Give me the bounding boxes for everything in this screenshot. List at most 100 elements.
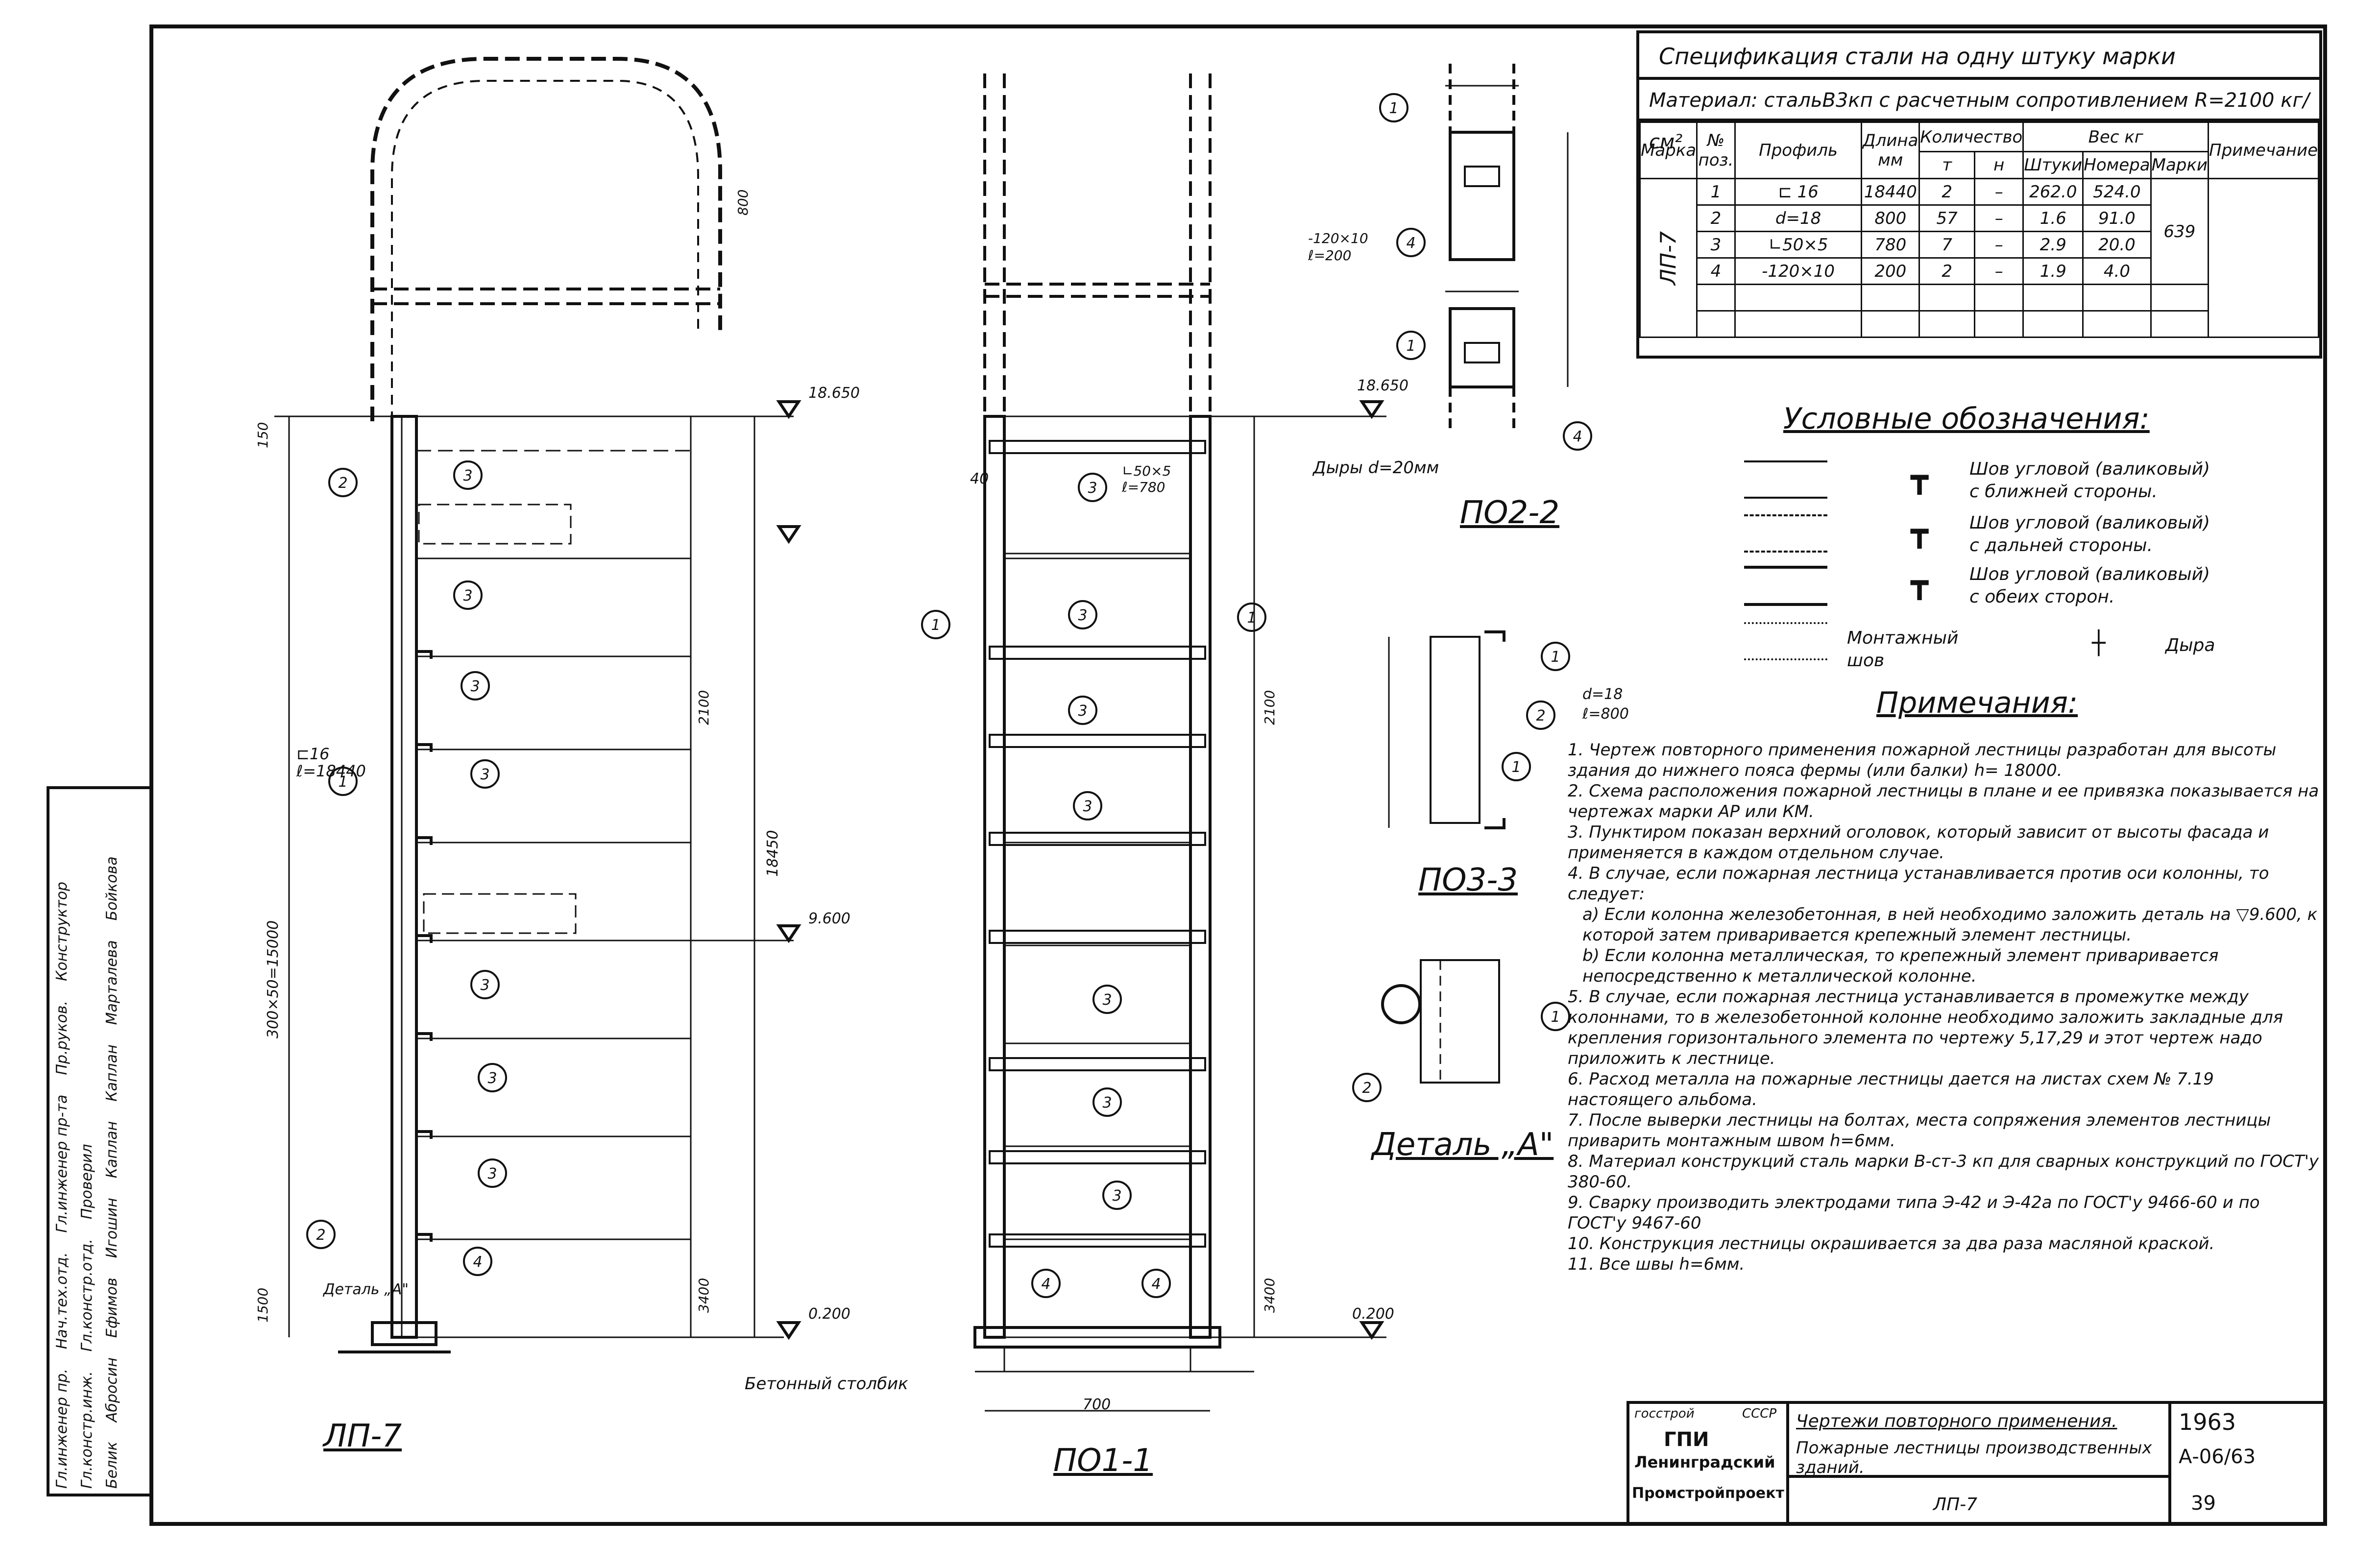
tb-sheet-name: ЛП-7 <box>1933 1495 1978 1515</box>
dim-total-height: 18450 <box>764 830 781 877</box>
col-qty: Количество <box>1918 121 2024 152</box>
table-row <box>1640 310 2319 338</box>
svg-text:3: 3 <box>1088 480 1097 497</box>
stamp-roles-row: Гл.инженер пр. Нач.тех.отд. Гл.инженер п… <box>49 794 74 1495</box>
stamp-name: Абросин <box>103 1357 121 1423</box>
level-bot-s11: 0.200 <box>1352 1305 1394 1323</box>
level-mid: 9.600 <box>808 910 850 927</box>
svg-text:1: 1 <box>1247 609 1256 627</box>
caption-detail-a: Деталь „А" <box>1372 1127 1554 1163</box>
cell-qty-n: – <box>1974 231 2024 259</box>
svg-text:3: 3 <box>1112 1187 1121 1205</box>
tb-sheet: 39 <box>2191 1492 2216 1515</box>
dim-step-sum: 300×50=15000 <box>265 920 282 1038</box>
stamp-name: Каплан <box>103 1044 121 1102</box>
note-4: 4. В случае, если пожарная лестница уста… <box>1568 864 2269 904</box>
cell-profile: -120×10 <box>1734 257 1863 285</box>
cell-w-pos: 91.0 <box>2082 204 2152 232</box>
legend-montage: Монтажный шов <box>1847 628 1959 671</box>
dim-span-s11: 2100 <box>1262 690 1278 725</box>
level-top-s11: 18.650 <box>1357 377 1408 394</box>
svg-text:1: 1 <box>1511 759 1521 776</box>
cell-pos: 1 <box>1696 178 1736 206</box>
caption-s22: ПО2-2 <box>1460 495 1560 531</box>
stamp-role: Нач.тех.отд. <box>53 1252 71 1350</box>
svg-text:3: 3 <box>487 1165 497 1182</box>
legend-item-both: Шов угловой (валиковый) с обеих сторон. <box>1969 564 2210 607</box>
title-block: госстрой СССР ГПИ Ленинградский Промстро… <box>1627 1401 2327 1526</box>
stamp-content: Гл.инженер пр. Нач.тех.отд. Гл.инженер п… <box>49 794 152 1495</box>
svg-text:3: 3 <box>470 678 480 695</box>
svg-text:4: 4 <box>1573 428 1582 445</box>
svg-text:3: 3 <box>1078 607 1087 624</box>
stamp-role: Гл.инженер пр-та <box>53 1094 71 1233</box>
cell-qty-n: – <box>1974 204 2024 232</box>
legend-item-near: Шов угловой (валиковый) с ближней сторон… <box>1969 459 2210 502</box>
stamp-role: Пр.руков. <box>53 1000 71 1075</box>
right-post-s11 <box>1189 415 1212 1339</box>
table-row: 3 ∟50×5 780 7 – 2.9 20.0 <box>1640 231 2319 259</box>
tb-org2: СССР <box>1742 1406 1777 1421</box>
label-plate: -120×10 <box>1308 230 1368 246</box>
left-post-s11 <box>983 415 1006 1339</box>
steel-spec-table: Спецификация стали на одну штуку марки М… <box>1636 30 2322 359</box>
cell-w-pos: 20.0 <box>2082 231 2152 259</box>
note-1: 1. Чертеж повторного применения пожарной… <box>1568 740 2277 780</box>
spec-grid: Марка № поз. Профиль Длина мм Количество… <box>1639 121 2319 338</box>
weld-montage-icon <box>1744 622 1827 660</box>
spec-title: Спецификация стали на одну штуку марки <box>1639 33 2319 80</box>
tb-right-box: 1963 А-06/63 39 <box>2168 1404 2333 1524</box>
stamp-role: Проверил <box>78 1144 96 1220</box>
svg-text:1: 1 <box>1551 649 1560 666</box>
cell-length: 18440 <box>1861 178 1920 206</box>
spec-material: Материал: стальВ3кп с расчетным сопротив… <box>1639 80 2319 153</box>
dim-3400-s11: 3400 <box>1262 1278 1278 1313</box>
cell-profile: d=18 <box>1734 204 1863 232</box>
col-weight: Вес кг <box>2022 121 2209 152</box>
cell-qty-n: – <box>1974 178 2024 206</box>
table-row: ЛП-7 1 ⊏ 16 18440 2 – 262.0 524.0 639 <box>1640 178 2319 338</box>
col-pos: № поз. <box>1696 121 1736 179</box>
stamp-role: Гл.инженер пр. <box>53 1369 71 1489</box>
stamp-name: Бойкова <box>103 856 121 921</box>
cell-w-pcs: 1.9 <box>2022 257 2084 285</box>
col-length: Длина мм <box>1861 121 1920 179</box>
cell-length: 780 <box>1861 231 1920 259</box>
tb-org1: госстрой <box>1634 1406 1695 1421</box>
note-11: 11. Все швы h=6мм. <box>1568 1254 1745 1274</box>
cell-w-pcs: 1.6 <box>2022 204 2084 232</box>
col-w-mark: Марки <box>2150 151 2209 179</box>
note-10: 10. Конструкция лестницы окрашивается за… <box>1568 1234 2215 1254</box>
note-4a: а) Если колонна железобетонная, в ней не… <box>1582 905 2318 945</box>
notes-list: 1. Чертеж повторного применения пожарной… <box>1568 740 2322 1275</box>
label-angle-length: ℓ=780 <box>1122 479 1165 495</box>
note-4b: b) Если колонна металлическая, то крепеж… <box>1582 946 2219 986</box>
cell-pos: 2 <box>1696 204 1736 232</box>
cell-profile: ∟50×5 <box>1734 231 1863 259</box>
svg-text:1: 1 <box>338 773 347 791</box>
label-rod-length: ℓ=800 <box>1582 705 1629 723</box>
channel-post <box>390 415 418 1339</box>
tee-near-icon: ┳ <box>1911 460 1929 495</box>
stamp-role: Гл.констр.инж. <box>78 1371 96 1489</box>
legend-hole: Дыра <box>2165 635 2215 655</box>
svg-text:4: 4 <box>473 1254 482 1271</box>
svg-text:3: 3 <box>1078 702 1087 720</box>
cell-pos: 3 <box>1696 231 1736 259</box>
svg-text:2: 2 <box>1536 707 1545 724</box>
weld-near-icon <box>1744 460 1827 499</box>
col-w-pos: Номера <box>2082 151 2152 179</box>
tee-both-icon: ┳ <box>1911 566 1929 600</box>
svg-text:1: 1 <box>1551 1009 1560 1026</box>
top-head-dashed <box>370 57 722 421</box>
note-9: 9. Сварку производить электродами типа Э… <box>1568 1193 2260 1233</box>
svg-text:3: 3 <box>463 467 472 484</box>
cell-length: 200 <box>1861 257 1920 285</box>
svg-text:1: 1 <box>1389 100 1398 117</box>
col-mark: Марка <box>1639 121 1698 179</box>
stamp-role: Конструктор <box>53 881 71 981</box>
tb-org4: Ленинградский <box>1634 1453 1775 1472</box>
cell-profile: ⊏ 16 <box>1734 178 1863 206</box>
legend-title: Условные обозначения: <box>1783 402 2150 436</box>
label-rod: d=18 <box>1582 686 1623 703</box>
